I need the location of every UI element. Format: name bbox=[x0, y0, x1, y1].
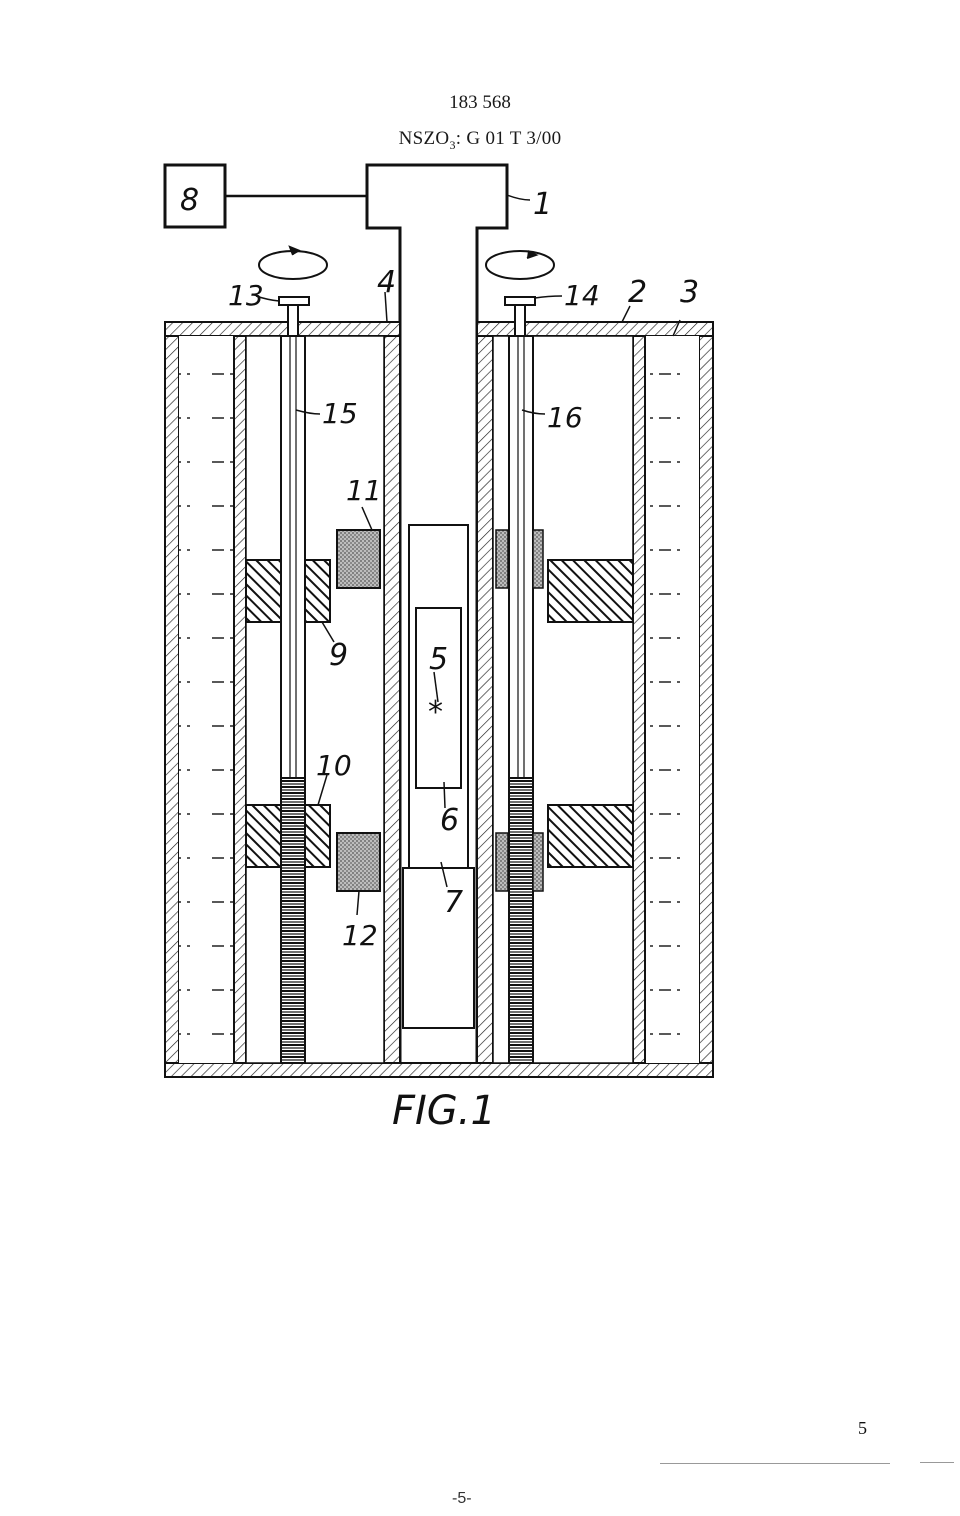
reference-labels: 8 1 13 4 14 2 3 15 16 11 9 5 * 10 6 7 12 bbox=[180, 183, 699, 952]
classification-subscript: 3 bbox=[449, 137, 456, 152]
outer-vessel bbox=[164, 321, 714, 1078]
classification-code: NSZO3: G 01 T 3/00 bbox=[0, 128, 960, 153]
classification-rest: : G 01 T 3/00 bbox=[455, 128, 562, 149]
left-screw-rod-15 bbox=[280, 335, 306, 1064]
label-6: 6 bbox=[440, 803, 459, 838]
patent-number: 183 568 bbox=[449, 92, 511, 113]
label-10: 10 bbox=[316, 749, 352, 782]
shield-blocks bbox=[245, 559, 634, 868]
detector-blocks bbox=[336, 529, 544, 892]
rotation-arrow-left bbox=[258, 245, 328, 280]
right-screw-rod-16 bbox=[508, 335, 534, 1064]
liquid-jacket-3 bbox=[179, 336, 699, 1063]
footer-rule-short bbox=[920, 1462, 954, 1463]
sheet-number: 5 bbox=[858, 1418, 867, 1438]
leader-lines bbox=[255, 194, 681, 916]
central-tube-walls-4 bbox=[383, 335, 494, 1064]
figure-caption: FIG.1 bbox=[392, 1088, 496, 1134]
control-unit-8 bbox=[163, 163, 367, 229]
label-9: 9 bbox=[329, 638, 348, 673]
label-1: 1 bbox=[533, 187, 552, 222]
label-11: 11 bbox=[346, 474, 382, 507]
footer-rule bbox=[660, 1463, 890, 1464]
label-15: 15 bbox=[322, 397, 358, 430]
label-2: 2 bbox=[628, 275, 647, 310]
label-3: 3 bbox=[680, 275, 699, 310]
page-marker: -5- bbox=[452, 1490, 472, 1507]
label-4: 4 bbox=[377, 265, 396, 300]
label-13: 13 bbox=[228, 279, 264, 312]
label-16: 16 bbox=[547, 401, 583, 434]
classification-prefix: NSZO bbox=[398, 128, 450, 149]
label-8: 8 bbox=[180, 183, 199, 218]
star-marker: * bbox=[428, 695, 443, 730]
rotation-arrow-right bbox=[485, 250, 555, 280]
knob-14 bbox=[504, 296, 536, 337]
label-7: 7 bbox=[444, 885, 463, 920]
source-capsule-6 bbox=[415, 607, 462, 789]
left-chamber bbox=[245, 335, 385, 1064]
label-14: 14 bbox=[564, 279, 600, 312]
label-12: 12 bbox=[342, 919, 378, 952]
label-5: 5 bbox=[429, 642, 448, 677]
